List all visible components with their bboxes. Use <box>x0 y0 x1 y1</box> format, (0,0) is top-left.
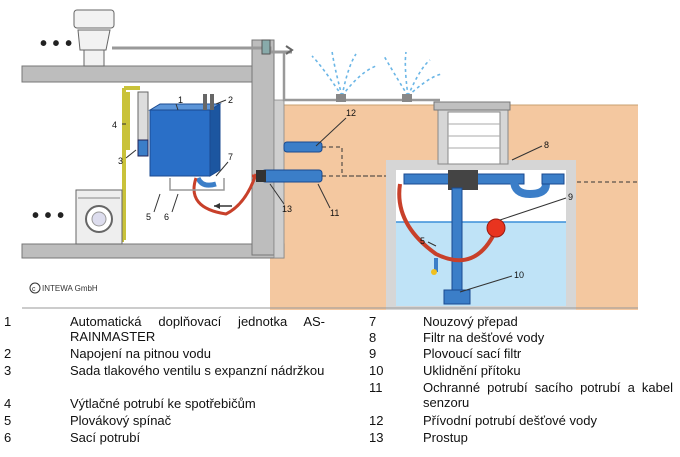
svg-text:c: c <box>32 286 36 293</box>
svg-text:INTEWA GmbH: INTEWA GmbH <box>42 284 98 293</box>
toilet-icon <box>73 9 115 67</box>
floating-filter <box>486 218 506 238</box>
callout-8: 8 <box>544 140 549 150</box>
copyright-mark: c INTEWA GmbH <box>29 282 98 294</box>
building-wall <box>251 39 275 256</box>
ceiling-slab <box>21 65 275 83</box>
washing-machine-icon <box>75 189 123 245</box>
callout-13: 13 <box>282 204 292 214</box>
callout-11: 11 <box>330 208 339 218</box>
callout-3: 3 <box>118 156 123 166</box>
callout-7: 7 <box>228 152 233 162</box>
sprinkler-icon <box>311 50 443 97</box>
svg-text:• • •: • • • <box>40 33 72 55</box>
callout-5: 5 <box>146 212 151 222</box>
rainmaster-unit <box>149 109 211 177</box>
callout-2: 2 <box>228 95 233 105</box>
callout-10: 10 <box>514 270 524 280</box>
callout-12: 12 <box>346 108 356 118</box>
callout-5-tank: 5 <box>420 236 425 246</box>
floor-slab <box>21 243 285 259</box>
protective-pipe <box>261 169 323 183</box>
callout-1: 1 <box>178 95 183 105</box>
callout-9: 9 <box>568 192 573 202</box>
svg-text:• • •: • • • <box>32 205 64 227</box>
callout-4: 4 <box>112 120 117 130</box>
rainwater-inlet-pipe <box>283 141 323 153</box>
callout-6: 6 <box>164 212 169 222</box>
rainwater-system-diagram: • • • • • • <box>21 9 640 310</box>
